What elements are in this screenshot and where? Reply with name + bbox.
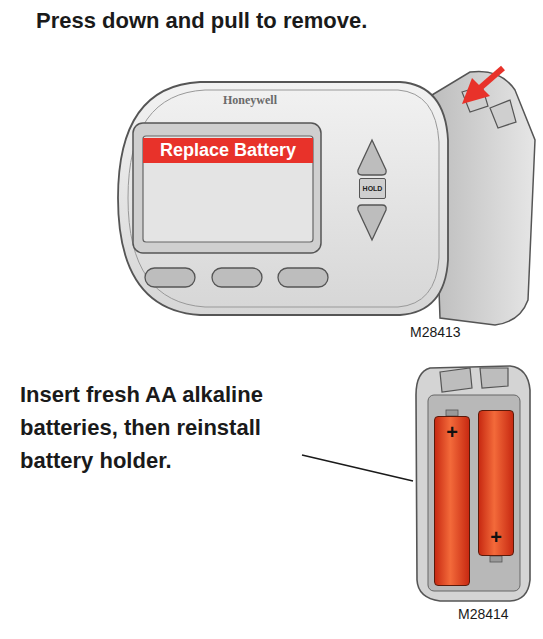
node-text: + bbox=[490, 526, 502, 549]
pointer-arrowhead bbox=[462, 78, 490, 104]
brand-logo: Honeywell bbox=[223, 93, 277, 108]
figure-number: M28414 bbox=[458, 606, 509, 622]
instruction-text: Insert fresh AA alkaline batteries, then… bbox=[20, 378, 320, 477]
instruction-text: Press down and pull to remove. bbox=[36, 8, 367, 34]
soft-button bbox=[212, 268, 262, 287]
holder-clip bbox=[440, 368, 508, 392]
leader-line bbox=[302, 455, 413, 481]
node-text: Replace Battery bbox=[160, 140, 296, 161]
soft-button bbox=[278, 268, 328, 287]
soft-button bbox=[145, 268, 195, 287]
body-inner-edge bbox=[128, 90, 439, 307]
battery-bay bbox=[428, 395, 520, 591]
aa-battery: + bbox=[478, 410, 514, 556]
down-button bbox=[358, 205, 386, 240]
warning-banner: Replace Battery bbox=[143, 138, 313, 163]
node-text: HOLD bbox=[363, 185, 383, 192]
node-text: + bbox=[446, 421, 458, 444]
pointer-arrow bbox=[480, 68, 503, 88]
up-button bbox=[358, 140, 386, 175]
screen-bezel bbox=[133, 123, 321, 253]
hold-button: HOLD bbox=[359, 178, 386, 199]
lcd-screen bbox=[143, 136, 313, 242]
figure-number: M28413 bbox=[410, 324, 461, 340]
battery-holder bbox=[416, 366, 530, 601]
aa-battery: + bbox=[434, 416, 470, 586]
battery-terminal bbox=[490, 556, 502, 562]
thermostat-body bbox=[118, 82, 448, 315]
